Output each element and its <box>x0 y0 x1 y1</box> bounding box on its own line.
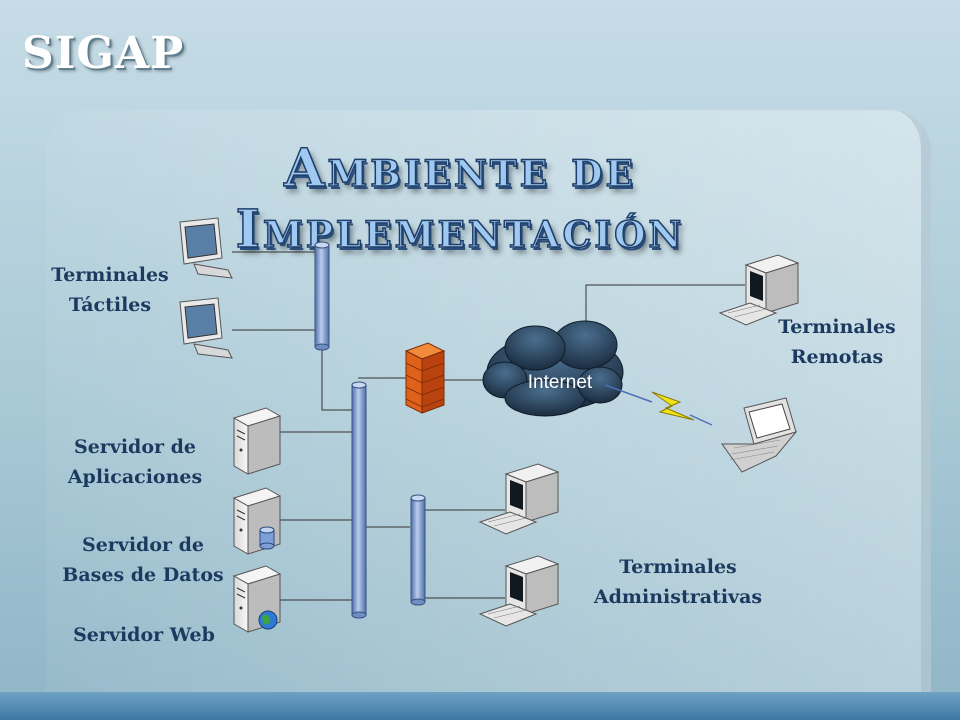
bus-main <box>351 381 367 619</box>
touch-terminal-icon <box>179 297 233 359</box>
label-web-server: Servidor Web <box>73 624 215 646</box>
laptop-icon <box>721 397 798 473</box>
label-remote-terminals: Terminales Remotas <box>778 316 896 368</box>
label-admin-terminals: Terminales Administrativas <box>593 556 763 608</box>
wireless-link-icon <box>604 384 713 426</box>
db-server-icon <box>232 487 282 555</box>
touch-terminal-icon <box>179 217 233 279</box>
web-server-icon <box>232 565 282 633</box>
label-db-server: Servidor de Bases de Datos <box>62 534 224 586</box>
page-title: Ambiente de Implementación <box>235 137 685 261</box>
app-server-icon <box>232 407 282 475</box>
admin-terminal-icon <box>478 555 560 627</box>
firewall-icon <box>404 342 446 414</box>
bus-touch <box>314 241 330 351</box>
admin-terminal-icon <box>478 463 560 535</box>
brand-logo: SIGAP <box>22 28 185 79</box>
bottom-bar <box>0 692 960 720</box>
internet-cloud-icon: Internet <box>482 320 624 417</box>
bus-admin <box>410 494 426 606</box>
remote-terminal-icon <box>718 254 800 326</box>
label-touch-terminals: Terminales Táctiles <box>51 264 169 316</box>
label-app-server: Servidor de Aplicaciones <box>67 436 203 488</box>
connection-lines <box>232 251 745 601</box>
internet-label: Internet <box>528 372 593 393</box>
